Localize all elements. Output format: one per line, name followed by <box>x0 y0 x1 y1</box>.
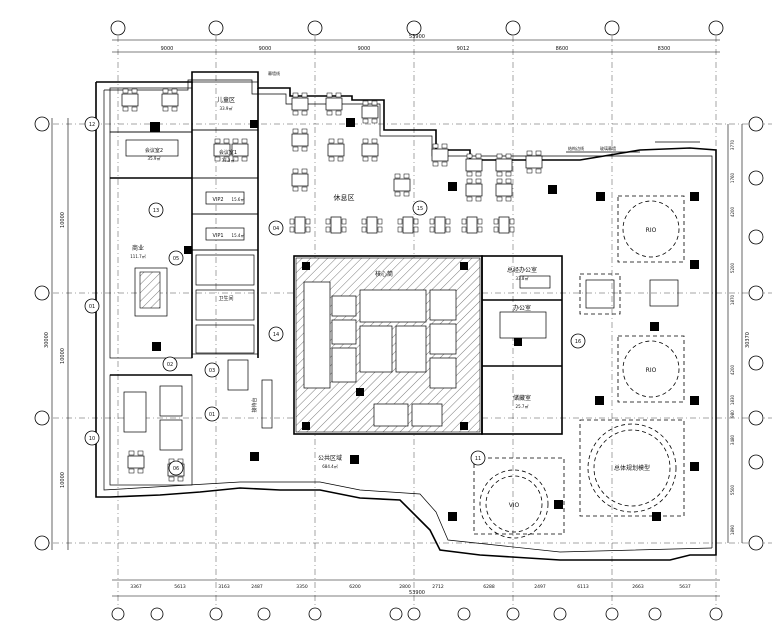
marker-label: 16 <box>575 339 581 345</box>
model-displays <box>250 192 699 539</box>
dim-label: 2800 <box>399 584 411 590</box>
section-markers: 13 05 01 02 03 01 10 06 04 14 15 11 16 1… <box>84 116 586 476</box>
dim-label: 10000 <box>60 212 66 228</box>
right-dimensions: 30370 3770 1760 4200 5200 1870 4200 1830… <box>727 116 764 551</box>
marker-label: 02 <box>167 362 173 368</box>
top-dimensions: 53900 9000 9000 9000 9012 8600 8300 <box>112 34 720 53</box>
left-wing <box>109 81 259 486</box>
room-label-vip1: VIP1 <box>212 233 223 239</box>
marker-label: 04 <box>273 226 279 232</box>
facade-notes: 幕墙线 结构边线 玻璃幕墙 <box>268 70 700 153</box>
dim-label: 980 <box>730 410 735 418</box>
marker-label: 14 <box>273 332 279 338</box>
overall-dim-top: 53900 <box>409 34 425 40</box>
dim-label: 5637 <box>679 584 691 590</box>
room-label-public: 公共区域 <box>318 454 342 462</box>
top-axis-bubbles <box>110 20 724 36</box>
dim-label: 3163 <box>218 584 230 590</box>
core-block <box>293 255 483 435</box>
dim-label: 5200 <box>730 262 735 273</box>
room-label-office-gm: 总经办公室 <box>507 266 537 274</box>
dim-label: 5613 <box>174 584 186 590</box>
dim-label: 9000 <box>161 46 174 52</box>
bottom-dimensions: 53900 3367 5613 3163 2487 3350 6200 2800… <box>111 579 723 621</box>
dim-label: 8300 <box>658 46 671 52</box>
marker-label: 01 <box>89 304 95 310</box>
room-area-storage: 25.7㎡ <box>516 403 529 409</box>
office-block <box>481 255 563 435</box>
dim-label: 8600 <box>556 46 569 52</box>
marker-label: 11 <box>475 456 481 462</box>
dim-label: 5500 <box>730 484 735 495</box>
marker-label: 13 <box>153 208 159 214</box>
dim-label: 1830 <box>730 394 735 405</box>
dim-label: 3350 <box>296 584 308 590</box>
dim-label: 4200 <box>730 206 735 217</box>
dim-label: 1890 <box>730 524 735 535</box>
room-label-storage: 储藏室 <box>513 394 531 402</box>
room-area-meeting2: 35.9㎡ <box>148 155 161 161</box>
dim-label: 6200 <box>349 584 361 590</box>
room-label-vip2: VIP2 <box>212 197 223 203</box>
room-label-rio-2: RIO <box>646 367 657 374</box>
note-facade-2: 结构边线 <box>568 145 584 151</box>
overall-dim-left: 30000 <box>44 332 50 348</box>
dim-label: 2712 <box>432 584 444 590</box>
marker-label: 05 <box>173 256 179 262</box>
room-label-toilet: 卫生间 <box>218 295 233 302</box>
dim-label: 3480 <box>730 434 735 445</box>
room-label-meeting1: 会议室1 <box>219 149 237 156</box>
dim-label: 3367 <box>130 584 142 590</box>
room-area-commerce: 111.7㎡ <box>130 253 145 259</box>
room-area-public: 684.4㎡ <box>322 463 337 469</box>
dim-label: 2663 <box>632 584 644 590</box>
room-area-vip2: 15.6㎡ <box>232 196 245 202</box>
dim-label: 6288 <box>483 584 495 590</box>
room-area-office-gm: 33.8㎡ <box>516 275 529 281</box>
dim-label: 3770 <box>730 139 735 150</box>
dim-label: 2497 <box>534 584 546 590</box>
room-area-vip1: 15.4㎡ <box>232 232 245 238</box>
dim-label: 1870 <box>730 294 735 305</box>
dim-label: 6113 <box>577 584 589 590</box>
room-label-vio: VIO <box>509 502 520 509</box>
room-label-reception: 接待台 <box>251 397 258 412</box>
room-label-core: 核心筒 <box>375 270 393 278</box>
room-label-commerce: 商业 <box>132 244 144 252</box>
dim-label: 4200 <box>730 364 735 375</box>
overall-dim-bottom: 53900 <box>409 590 425 596</box>
dim-label: 9000 <box>259 46 272 52</box>
dim-label: 10000 <box>60 472 66 488</box>
dim-label: 9012 <box>457 46 470 52</box>
room-area-meeting1: 37.3㎡ <box>222 157 235 163</box>
overall-dim-right: 30370 <box>745 332 751 348</box>
room-label-kids: 儿童区 <box>217 96 235 104</box>
marker-label: 06 <box>173 466 179 472</box>
marker-label: 12 <box>89 122 95 128</box>
dim-label: 2487 <box>251 584 263 590</box>
dim-label: 10000 <box>60 348 66 364</box>
marker-label: 10 <box>89 436 95 442</box>
note-facade-3: 玻璃幕墙 <box>600 145 616 151</box>
room-label-model: 总体规划模型 <box>614 464 650 472</box>
dim-label: 1760 <box>730 172 735 183</box>
left-dimensions: 30000 10000 10000 10000 <box>34 116 69 551</box>
marker-label: 01 <box>209 412 215 418</box>
room-area-kids: 33.9㎡ <box>220 105 233 111</box>
room-label-rio-1: RIO <box>646 227 657 234</box>
note-facade-1: 幕墙线 <box>268 70 280 76</box>
dim-label: 9000 <box>358 46 371 52</box>
room-label-meeting2: 会议室2 <box>145 147 163 154</box>
room-label-rest: 休息区 <box>334 193 355 202</box>
room-labels: 儿童区 33.9㎡ 会议室2 35.9㎡ 会议室1 37.3㎡ VIP2 15.… <box>130 96 656 509</box>
marker-label: 15 <box>417 206 423 212</box>
rest-area-seating <box>250 92 557 234</box>
room-label-office: 办公室 <box>513 304 531 312</box>
marker-label: 03 <box>209 368 215 374</box>
reception-counter <box>227 359 273 429</box>
